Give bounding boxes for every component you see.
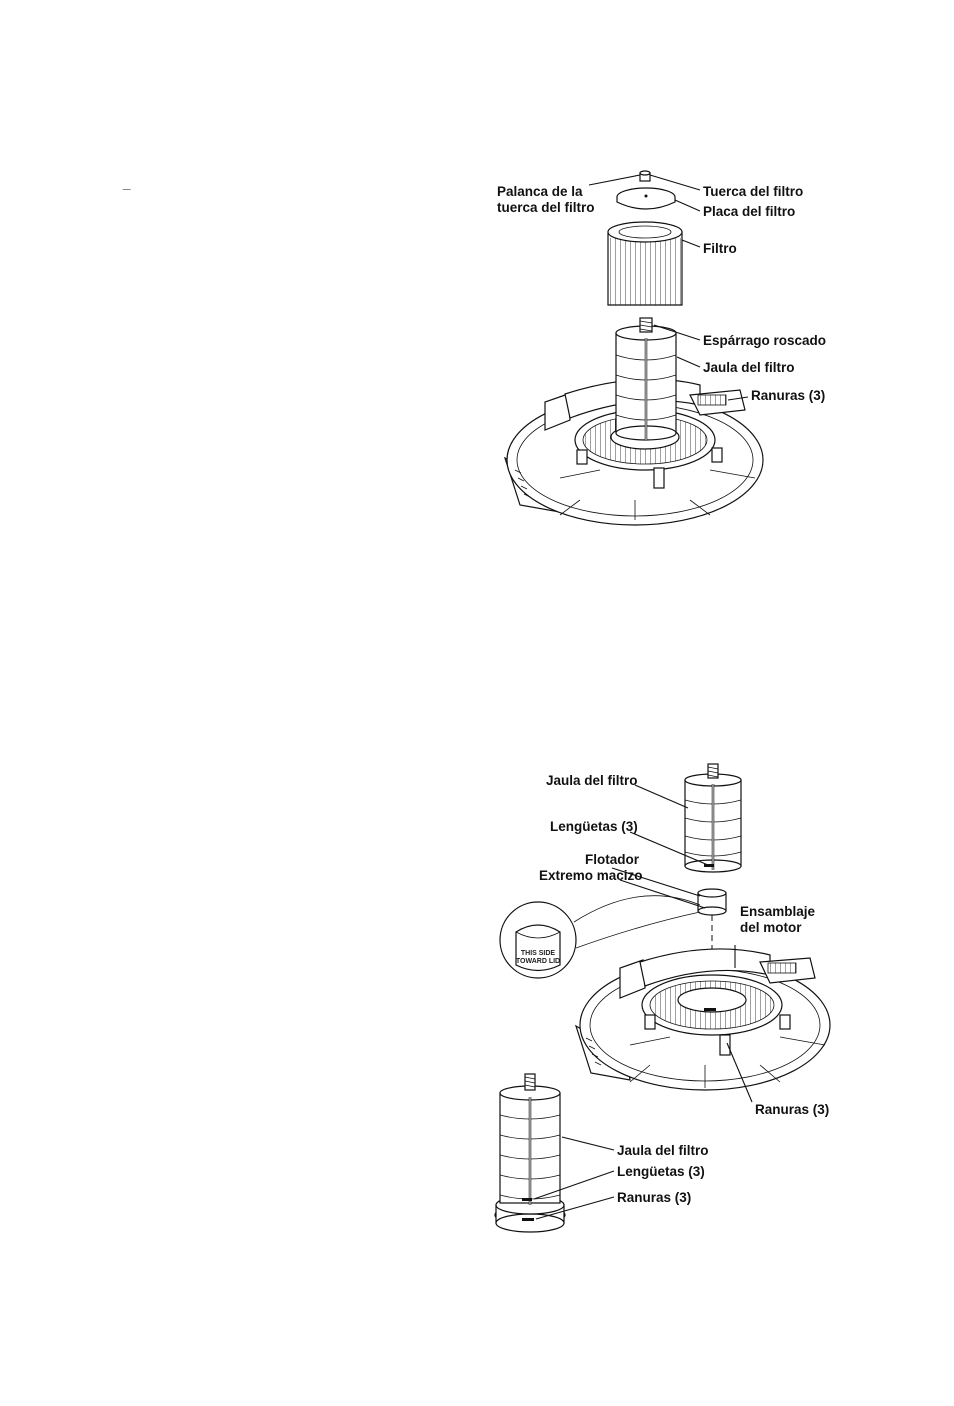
filter-1	[608, 222, 682, 305]
page-marker: _	[122, 176, 131, 191]
label-threaded-stud: Espárrago roscado	[703, 333, 826, 348]
label-slots-1: Ranuras (3)	[751, 388, 825, 403]
label-tabs-3: Lengüetas (3)	[617, 1164, 705, 1179]
label-filter-plate: Placa del filtro	[703, 204, 795, 219]
label-filter-nut-lever-1: Palanca de la	[497, 184, 583, 199]
label-solid-end: Extremo macizo	[539, 868, 643, 883]
float-2	[698, 889, 726, 915]
filter-nut-1	[640, 171, 650, 181]
label-filter-nut-lever-2: tuerca del filtro	[497, 200, 595, 215]
filter-cage-3	[495, 1074, 565, 1232]
figure-float-install: THIS SIDE TOWARD LID	[500, 764, 830, 1117]
filter-cage-2	[685, 764, 741, 872]
label-slots-3: Ranuras (3)	[617, 1190, 691, 1205]
figure-cage-seated: Jaula del filtro Lengüetas (3) Ranuras (…	[495, 1074, 709, 1232]
float-text-line2: TOWARD LID	[516, 958, 560, 965]
threaded-stud-1	[640, 318, 652, 332]
label-slots-2: Ranuras (3)	[755, 1102, 829, 1117]
filter-cage-1	[616, 326, 676, 440]
motor-base-2	[576, 949, 830, 1090]
label-filter-nut: Tuerca del filtro	[703, 184, 803, 199]
filter-plate-1	[617, 188, 675, 209]
label-float: Flotador	[585, 852, 640, 867]
label-filter-cage-1: Jaula del filtro	[703, 360, 795, 375]
float-text-line1: THIS SIDE	[521, 950, 556, 957]
label-tabs-2: Lengüetas (3)	[550, 819, 638, 834]
label-filter: Filtro	[703, 241, 737, 256]
label-motor-assembly-1: Ensamblaje	[740, 904, 816, 919]
figure-filter-exploded: Palanca de la tuerca del filtro Tuerca d…	[497, 171, 826, 525]
label-filter-cage-3: Jaula del filtro	[617, 1143, 709, 1158]
label-filter-cage-2: Jaula del filtro	[546, 773, 638, 788]
label-motor-assembly-2: del motor	[740, 920, 802, 935]
